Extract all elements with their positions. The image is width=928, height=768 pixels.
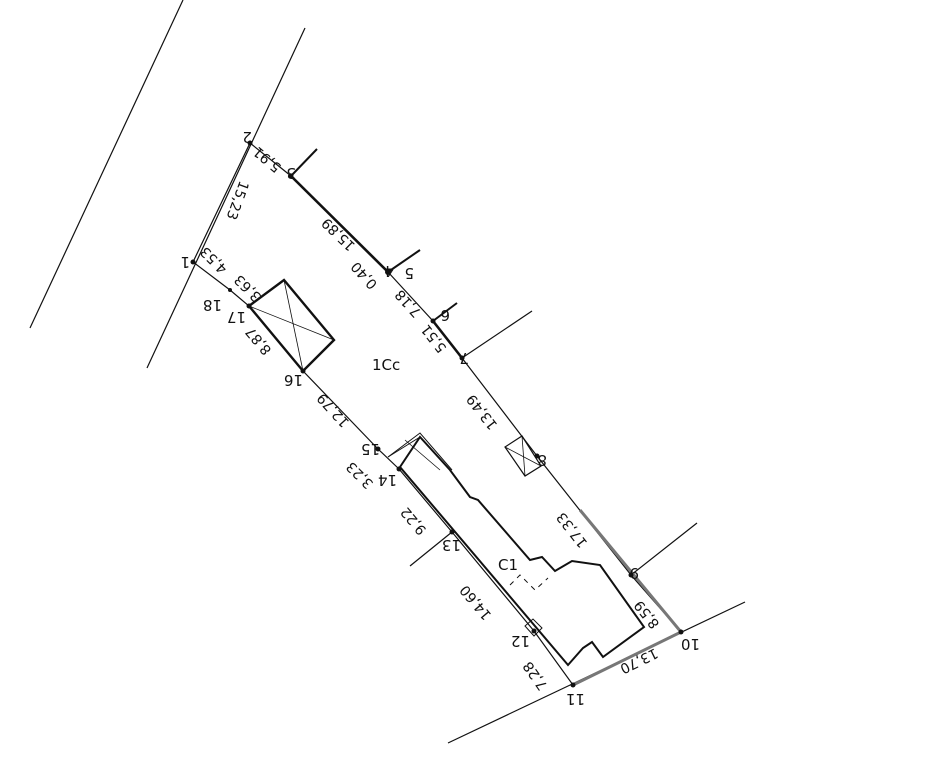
building-cross xyxy=(248,305,335,341)
point-marker xyxy=(300,368,306,374)
point-marker xyxy=(228,288,232,292)
boundary-8-10 xyxy=(578,509,683,633)
distance-14-15: 3,23 xyxy=(343,458,376,491)
distance-7-8: 13,49 xyxy=(464,391,501,432)
neighbour-line-6 xyxy=(432,302,458,322)
point-marker xyxy=(190,259,196,265)
neighbour-line-13 xyxy=(409,531,453,567)
point-marker xyxy=(396,466,402,472)
point-label-10: 10 xyxy=(681,635,700,653)
distance-4-5: 0,40 xyxy=(348,258,381,292)
building-cross xyxy=(283,279,304,372)
parcel-label: 1Cc xyxy=(372,356,400,374)
road-line-inner xyxy=(146,27,306,369)
distance-16-17: 8,87 xyxy=(243,324,275,358)
distance-10-11: 13,70 xyxy=(617,644,660,676)
point-label-3: 3 xyxy=(286,164,296,182)
point-label-15: 15 xyxy=(361,440,380,458)
neighbour-line-7 xyxy=(461,310,533,359)
distance-11-12: 7,28 xyxy=(520,658,551,693)
parcel-boundary xyxy=(192,142,682,686)
point-marker xyxy=(247,140,253,146)
dashed-line xyxy=(509,574,549,591)
distance-5-6: 7,18 xyxy=(392,286,425,320)
point-label-12: 12 xyxy=(511,632,530,650)
point-marker xyxy=(570,682,576,688)
point-label-14: 14 xyxy=(378,471,397,489)
point-label-1: 1 xyxy=(180,253,190,271)
roof-line xyxy=(404,439,441,471)
point-label-13: 13 xyxy=(442,536,461,554)
distance-15-16: 12,79 xyxy=(314,390,353,431)
distance-1-2: 15,23 xyxy=(223,179,252,222)
point-label-11: 11 xyxy=(566,690,585,708)
boundary-10-11 xyxy=(572,630,682,687)
building-label: C1 xyxy=(498,556,518,574)
structure-cross xyxy=(521,435,526,477)
distance-13-14: 9,22 xyxy=(398,504,430,538)
point-marker xyxy=(430,318,436,324)
point-label-18: 18 xyxy=(203,296,222,314)
neighbour-line-9 xyxy=(630,522,698,576)
point-marker xyxy=(678,629,684,635)
point-label-16: 16 xyxy=(284,371,303,389)
distance-12-13: 14,60 xyxy=(457,582,495,623)
point-label-9: 9 xyxy=(629,564,639,582)
point-label-7: 7 xyxy=(459,349,469,367)
point-marker xyxy=(385,269,391,275)
neighbour-line-3 xyxy=(290,148,318,177)
roof-lines xyxy=(387,432,453,471)
distance-9-10: 8,59 xyxy=(631,597,663,631)
boundary-6-7 xyxy=(431,320,464,359)
point-marker xyxy=(628,572,634,578)
point-marker xyxy=(246,303,252,309)
structure-12 xyxy=(524,618,543,637)
point-label-17: 17 xyxy=(227,308,246,326)
point-label-5: 5 xyxy=(404,264,414,282)
distance-3-4: 15,89 xyxy=(319,214,359,253)
road-line-outer xyxy=(29,0,184,329)
point-marker xyxy=(449,529,455,535)
point-marker xyxy=(534,453,540,459)
point-label-8: 8 xyxy=(537,451,547,469)
survey-points xyxy=(190,140,684,688)
point-label-2: 2 xyxy=(242,128,252,146)
building-c1 xyxy=(398,435,646,667)
boundary-3-4 xyxy=(290,175,389,273)
point-marker xyxy=(375,446,381,452)
point-label-6: 6 xyxy=(440,306,450,324)
roof-line xyxy=(387,436,421,458)
distance-17-18: 3,63 xyxy=(231,271,264,304)
point-marker xyxy=(459,355,465,361)
point-label-4: 4 xyxy=(384,262,394,280)
point-marker xyxy=(288,173,294,179)
neighbour-line-4 xyxy=(387,249,421,273)
point-marker xyxy=(531,628,537,634)
structure-cross xyxy=(504,446,542,467)
